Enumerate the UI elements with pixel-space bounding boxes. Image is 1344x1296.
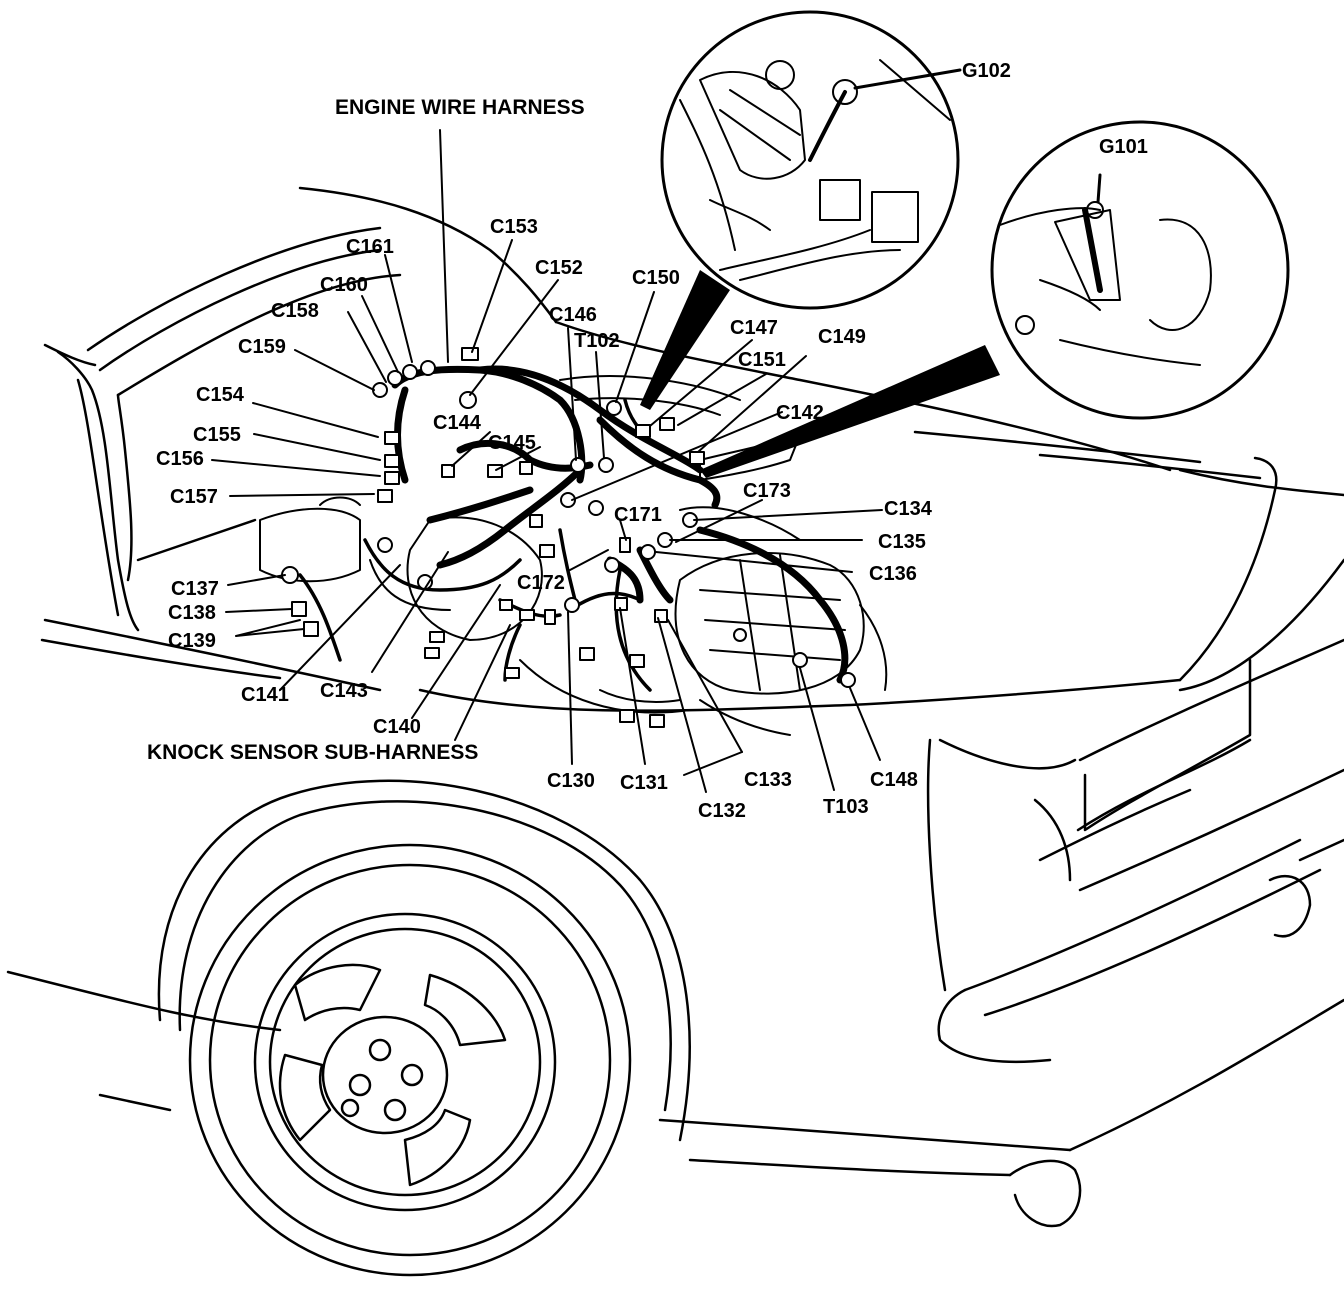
label-t102: T102	[574, 330, 620, 352]
label-c152: C152	[535, 257, 583, 279]
label-c133: C133	[744, 769, 792, 791]
car-body	[6, 186, 1344, 1228]
label-c156: C156	[156, 448, 204, 470]
label-c172: C172	[517, 572, 565, 594]
label-c147: C147	[730, 317, 778, 339]
connectors	[281, 347, 856, 728]
label-c143: C143	[320, 680, 368, 702]
label-g101: G101	[1099, 136, 1148, 158]
label-c135: C135	[878, 531, 926, 553]
label-c145: C145	[488, 432, 536, 454]
callout-wedges	[640, 270, 1000, 478]
label-c153: C153	[490, 216, 538, 238]
label-c139: C139	[168, 630, 216, 652]
label-c142: C142	[776, 402, 824, 424]
knock-sensor-sub-harness-title: KNOCK SENSOR SUB-HARNESS	[147, 741, 479, 764]
label-c158: C158	[271, 300, 319, 322]
label-c151: C151	[738, 349, 786, 371]
label-g102: G102	[962, 60, 1011, 82]
label-c159: C159	[238, 336, 286, 358]
label-c132: C132	[698, 800, 746, 822]
label-c155: C155	[193, 424, 241, 446]
label-c134: C134	[884, 498, 932, 520]
label-c141: C141	[241, 684, 289, 706]
label-c154: C154	[196, 384, 244, 406]
inset-g102	[660, 10, 962, 310]
rear-wheel	[188, 843, 632, 1277]
label-c157: C157	[170, 486, 218, 508]
label-c150: C150	[632, 267, 680, 289]
label-c148: C148	[870, 769, 918, 791]
label-c146: C146	[549, 304, 597, 326]
label-c160: C160	[320, 274, 368, 296]
label-c137: C137	[171, 578, 219, 600]
label-c171: C171	[614, 504, 662, 526]
label-c140: C140	[373, 716, 421, 738]
label-c131: C131	[620, 772, 668, 794]
label-c173: C173	[743, 480, 791, 502]
label-c136: C136	[869, 563, 917, 585]
label-c138: C138	[168, 602, 216, 624]
label-c130: C130	[547, 770, 595, 792]
leader-lines	[211, 129, 883, 793]
label-c144: C144	[433, 412, 481, 434]
label-c149: C149	[818, 326, 866, 348]
inset-g101	[990, 120, 1290, 420]
engine-wire-harness-title: ENGINE WIRE HARNESS	[335, 96, 585, 119]
label-t103: T103	[823, 796, 869, 818]
label-c161: C161	[346, 236, 394, 258]
